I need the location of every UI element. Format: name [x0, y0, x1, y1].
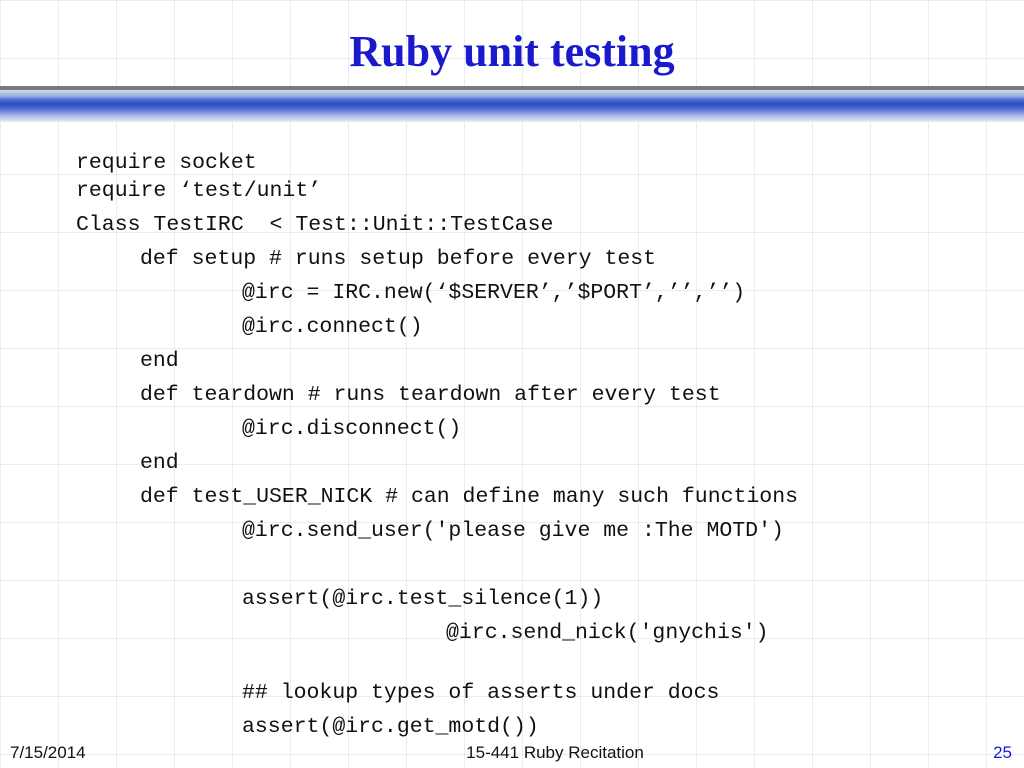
- code-line: @irc.send_user('please give me :The MOTD…: [242, 519, 784, 543]
- footer-title: 15-441 Ruby Recitation: [466, 743, 644, 762]
- code-line: require ‘test/unit’: [76, 179, 322, 203]
- footer-date: 7/15/2014: [10, 743, 86, 762]
- slide-title: Ruby unit testing: [349, 27, 675, 76]
- code-line: assert(@irc.get_motd()): [242, 715, 539, 739]
- code-block: require socket require ‘test/unit’ Class…: [76, 149, 1016, 739]
- code-line: Class TestIRC < Test::Unit::TestCase: [76, 213, 554, 237]
- page-number: 25: [993, 743, 1012, 762]
- code-line: @irc.send_nick('gnychis'): [446, 621, 769, 645]
- title-divider-bar: [0, 86, 1024, 122]
- code-line: assert(@irc.test_silence(1)): [242, 587, 604, 611]
- code-line: end: [140, 349, 179, 373]
- code-line: @irc.connect(): [242, 315, 423, 339]
- code-line: end: [140, 451, 179, 475]
- code-line: @irc.disconnect(): [242, 417, 462, 441]
- code-line: ## lookup types of asserts under docs: [242, 681, 720, 705]
- code-line: def setup # runs setup before every test: [140, 247, 657, 271]
- code-line: @irc = IRC.new(‘$SERVER’,’$PORT’,’’,’’): [242, 281, 746, 305]
- code-line: def test_USER_NICK # can define many suc…: [140, 485, 799, 509]
- code-line: require socket: [76, 151, 257, 175]
- code-line: def teardown # runs teardown after every…: [140, 383, 721, 407]
